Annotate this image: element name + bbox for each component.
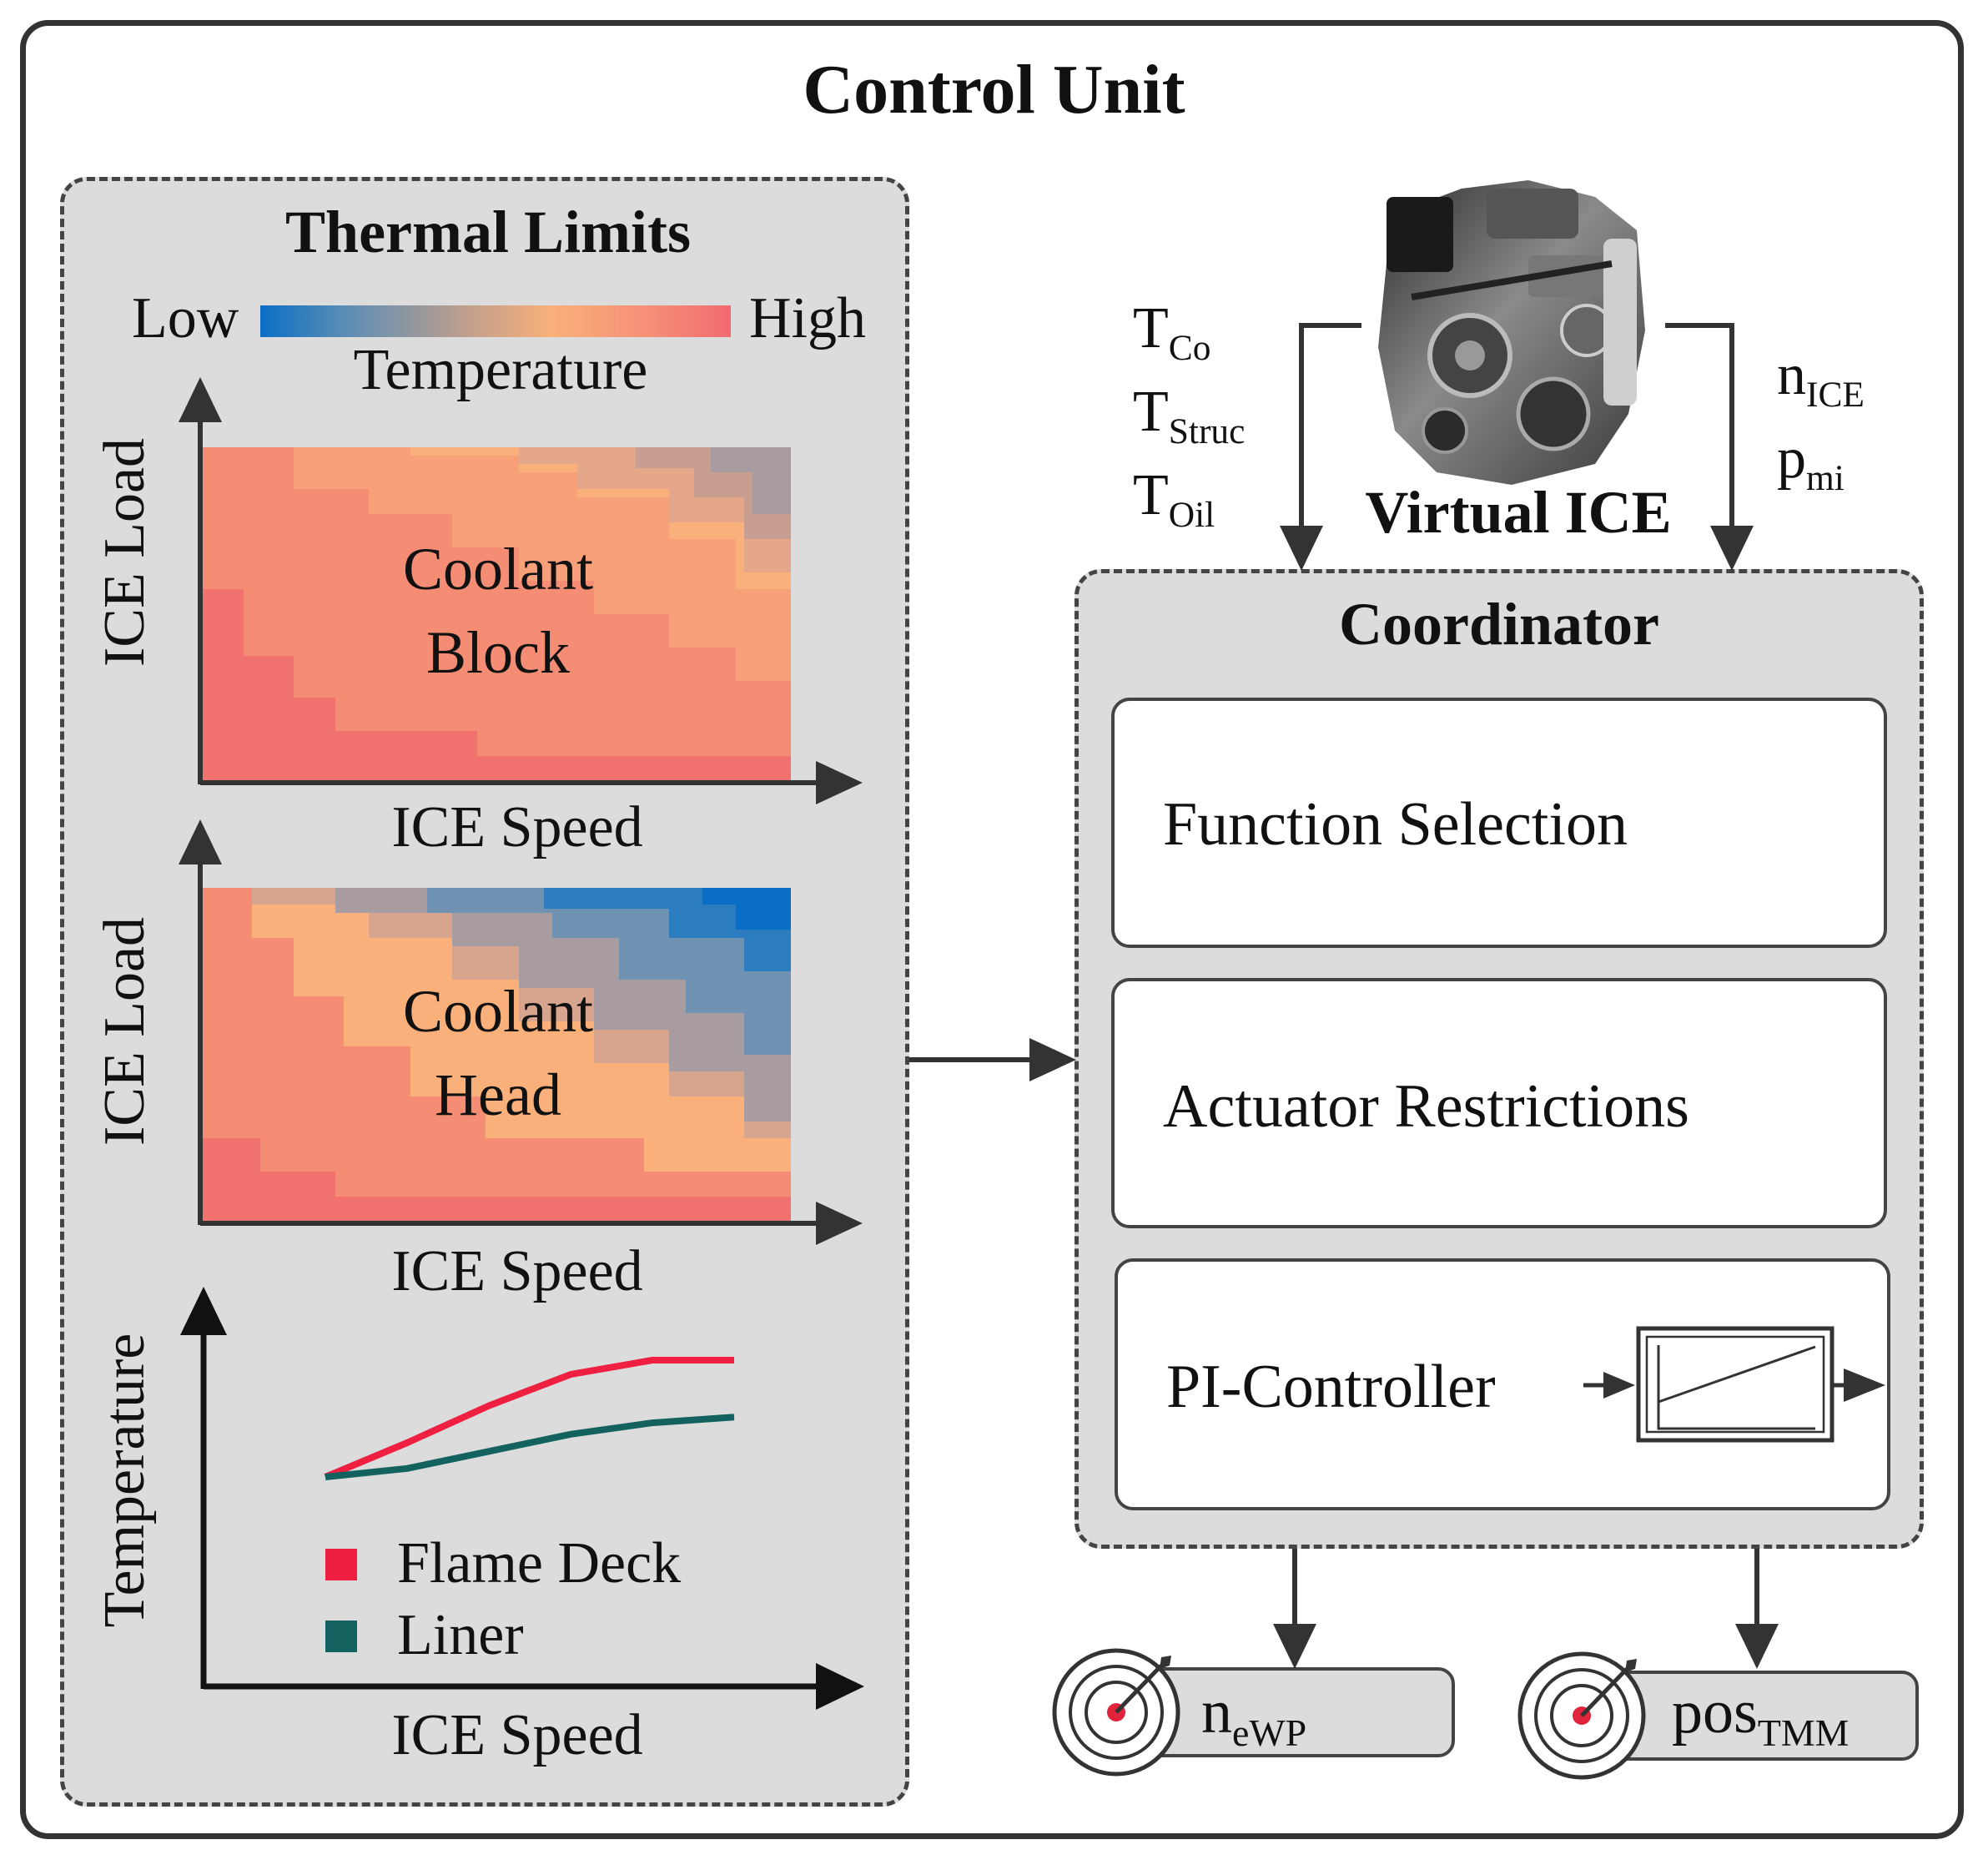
temperature-color-scale [260,305,731,337]
legend-label-flame-deck: Flame Deck [397,1531,682,1595]
engine-left-feed [1299,323,1361,526]
engine-right-arrowhead [1710,526,1754,571]
legend-swatch-liner [325,1621,357,1652]
plot-xlabel: ICE Speed [391,1703,643,1767]
legend-caption: Temperature [353,338,648,402]
coolant-head-heatmap [202,888,791,1222]
pi-controller-label: PI-Controller [1166,1353,1496,1421]
output-postmm-label: posTMM [1672,1678,1850,1755]
signal-t-oil: TOil [1133,463,1215,536]
coolant-head-cells [202,888,791,1222]
coolant-block-cells [202,447,791,781]
pi-input-arrowhead [1603,1372,1635,1399]
map2-xlabel: ICE Speed [391,1239,643,1303]
newp-arrowhead [1273,1624,1316,1669]
plot-x-arrowhead [816,1663,864,1710]
coolant-head-label-1: Coolant [403,978,593,1045]
coolant-block-label-1: Coolant [403,536,593,602]
legend-swatch-flame-deck [325,1549,357,1580]
engine-image [1361,164,1662,489]
map2-x-arrowhead [816,1202,863,1245]
map1-xlabel: ICE Speed [391,795,643,859]
pi-output-arrowhead [1844,1369,1885,1402]
map1-x-arrowhead [816,761,863,804]
output-newp-box [1133,1667,1455,1757]
pi-block-inner [1645,1335,1825,1434]
postmm-arrowhead [1735,1624,1779,1669]
pi-ramp-line [1658,1345,1816,1404]
actuator-restrictions-block [1111,978,1887,1228]
engine-left-arrowhead [1280,526,1323,571]
engine-drawing [1378,180,1645,485]
actuator-restrictions-label: Actuator Restrictions [1163,1072,1689,1141]
coolant-block-label-2: Block [426,619,570,686]
target-icon-postmm [1517,1651,1646,1780]
legend-label-liner: Liner [397,1603,524,1667]
function-selection-label: Function Selection [1163,790,1628,859]
map1-y-arrowhead [179,377,222,422]
signal-t-co: TCo [1133,296,1211,369]
signal-n-ice: nICE [1777,343,1865,416]
coolant-block-heatmap [202,447,791,781]
target-icon-newp [1052,1648,1180,1777]
engine-right-feed [1665,323,1734,526]
coolant-head-label-2: Head [435,1061,561,1128]
legend-high-label: High [749,286,866,350]
map2-y-arrowhead [179,819,222,864]
plot-y-arrowhead [180,1287,227,1335]
coordinator-heading: Coordinator [1339,591,1659,658]
pi-step-axes [1657,1345,1815,1430]
series-line-liner [325,1414,735,1480]
signal-p-mi: pmi [1777,426,1845,499]
thermal-limits-heading: Thermal Limits [285,199,691,265]
series-line-flame-deck [324,1357,734,1480]
function-selection-block [1111,698,1887,948]
signal-t-struc: TStruc [1133,380,1246,452]
output-newp-label: neWP [1201,1678,1307,1755]
virtual-ice-label: Virtual ICE [1365,479,1672,546]
legend-low-label: Low [132,286,239,350]
pi-block-outer [1636,1326,1834,1443]
page-title: Control Unit [803,51,1185,129]
thermal-to-coordinator-arrowhead [1029,1038,1076,1081]
